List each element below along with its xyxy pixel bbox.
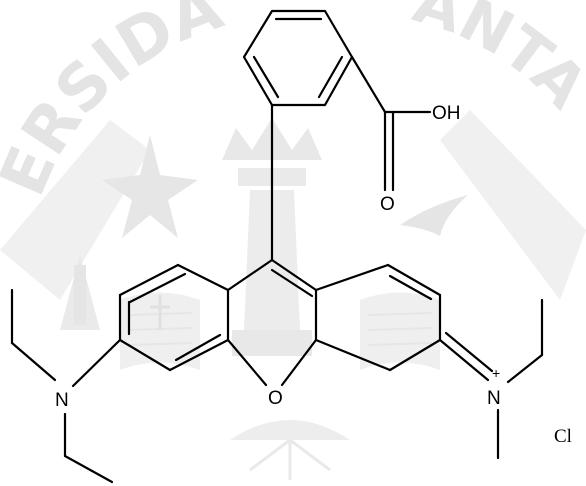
central-ring-bonds [226,258,318,387]
watermark-bird-icon [400,195,468,236]
counter-ion-label: Cl [554,426,572,447]
watermark-pedestal [232,330,312,356]
watermark-band-left [0,120,150,300]
iminium-double-bond [438,331,494,382]
watermark-cross-icon [150,295,170,330]
benzene-inner-double-bonds [252,17,344,99]
watermark-sunburst [230,420,350,440]
hydroxyl-label: OH [432,103,461,124]
watermark-book-left [120,292,200,370]
watermark-star-icon [102,135,198,238]
carbonyl-oxygen-label: O [380,194,395,215]
iminium-nitrogen-label: N [487,388,501,409]
watermark-band-right [440,110,586,300]
watermark-book-right [360,292,440,370]
carboxylic-acid-bonds [350,55,432,192]
left-ring-bonds [118,263,230,372]
amine-nitrogen-label: N [55,390,69,411]
iminium-substituent-bonds [496,298,544,460]
iminium-charge-label: + [492,365,500,381]
molecule-bonds [10,9,544,484]
watermark-rays [249,438,331,480]
right-ring-bonds [314,263,442,372]
benzene-ring [242,9,354,107]
amine-bonds [10,288,122,484]
watermark-spire-shaft [74,265,86,325]
ring-oxygen-label: O [268,388,283,409]
